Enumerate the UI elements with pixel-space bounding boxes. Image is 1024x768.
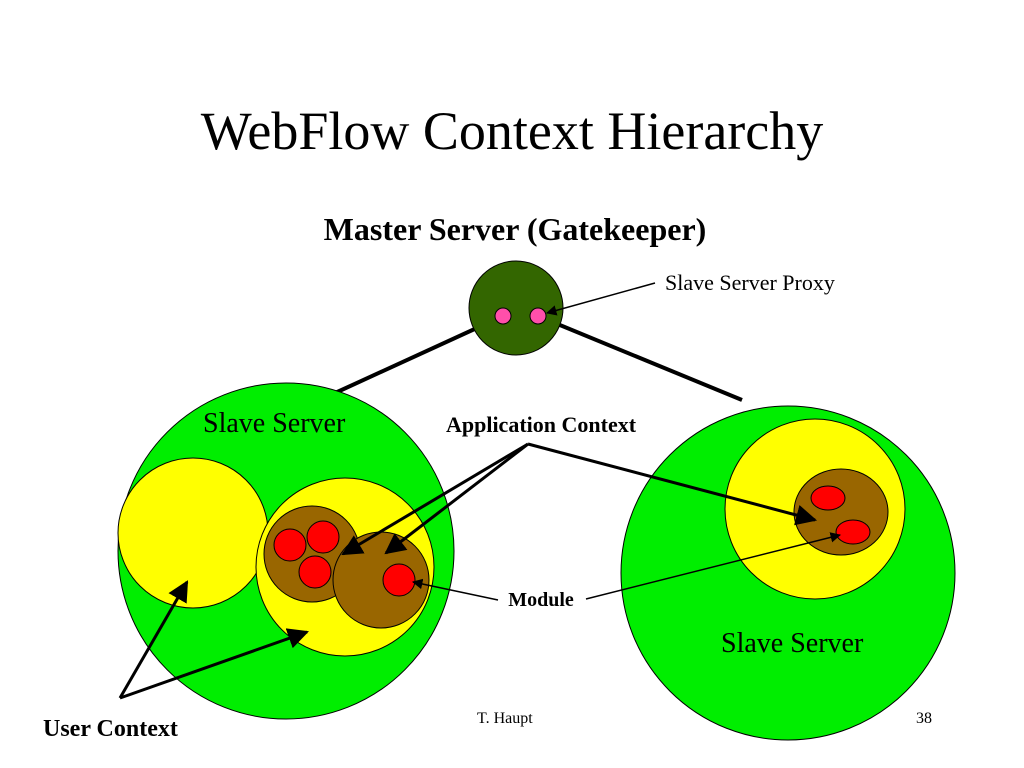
user-context-arrow	[118, 580, 189, 699]
right-application-context	[793, 468, 889, 556]
application-context-arrow	[527, 442, 818, 526]
module-pointer-line	[411, 578, 499, 601]
module-node	[835, 519, 871, 545]
user-context-label: User Context	[43, 716, 178, 742]
slave-proxy-dot-left	[494, 307, 512, 325]
module-node	[810, 485, 846, 511]
master-server-node	[468, 260, 564, 356]
slave-proxy-dot-right	[529, 307, 547, 325]
module-node	[306, 520, 340, 554]
slave-server-proxy-label: Slave Server Proxy	[665, 270, 835, 295]
master-server-label: Master Server (Gatekeeper)	[324, 211, 707, 247]
module-node	[273, 528, 307, 562]
left-slave-server-label: Slave Server	[203, 408, 346, 439]
proxy-pointer-line	[545, 282, 656, 316]
application-context-label: Application Context	[446, 412, 637, 437]
user-context-arrow	[119, 628, 309, 700]
right-slave-server-label: Slave Server	[721, 628, 864, 659]
module-label: Module	[508, 589, 574, 611]
page-number: 38	[916, 710, 932, 727]
module-node	[298, 555, 332, 589]
slide-title: WebFlow Context Hierarchy	[200, 101, 824, 161]
module-node	[382, 563, 416, 597]
left-user-context-1	[117, 457, 269, 609]
application-context-arrow	[384, 442, 529, 555]
module-pointer-line	[585, 532, 842, 600]
master-to-right-slave-line	[537, 314, 743, 402]
application-context-arrow	[341, 442, 529, 556]
footer-author: T. Haupt	[477, 710, 533, 727]
